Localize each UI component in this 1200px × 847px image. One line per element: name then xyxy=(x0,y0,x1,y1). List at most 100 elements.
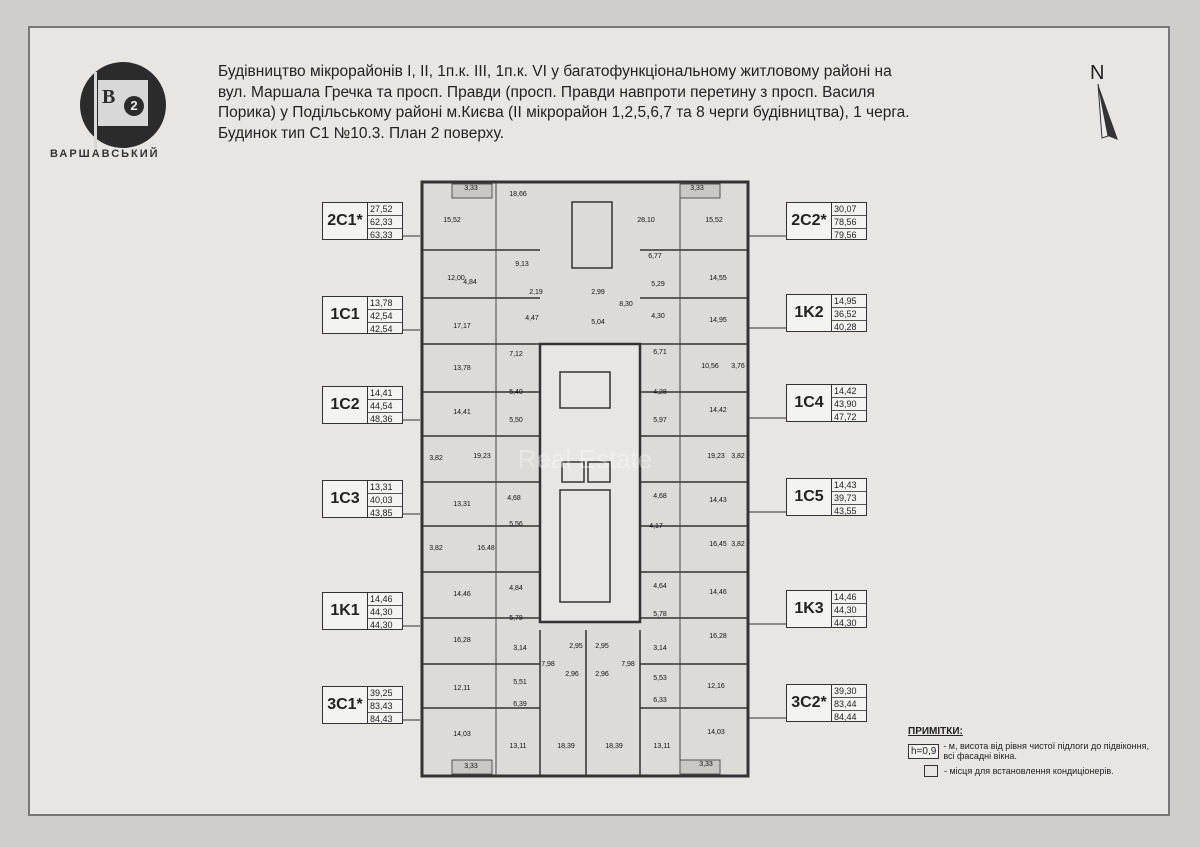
room-area-label: 14,46 xyxy=(453,591,471,598)
apartment-area-value: 83,43 xyxy=(368,700,402,713)
room-area-label: 19,23 xyxy=(707,453,725,460)
room-area-label: 7,98 xyxy=(541,661,555,668)
apartment-area-value: 27,52 xyxy=(368,203,402,216)
room-area-label: 6,71 xyxy=(653,349,667,356)
room-area-label: 19,23 xyxy=(473,453,491,460)
apartment-area-value: 14,43 xyxy=(832,479,866,492)
room-area-label: 15,52 xyxy=(443,217,461,224)
apartment-area-value: 40,03 xyxy=(368,494,402,507)
room-area-label: 17,17 xyxy=(453,323,471,330)
apartment-area-value: 30,07 xyxy=(832,203,866,216)
apartment-area-value: 14,46 xyxy=(832,591,866,604)
room-area-label: 18,39 xyxy=(557,743,575,750)
room-area-label: 7,12 xyxy=(509,351,523,358)
apartment-area-value: 44,30 xyxy=(832,604,866,617)
north-label: N xyxy=(1090,62,1105,84)
apartment-area-value: 47,72 xyxy=(834,412,857,422)
apartment-code: 1C5 xyxy=(786,478,832,516)
room-area-label: 2,95 xyxy=(569,643,583,650)
room-area-label: 3,33 xyxy=(464,185,478,192)
room-area-label: 14,03 xyxy=(707,729,725,736)
ac-place-text: - місця для встановлення кондиціонерів. xyxy=(944,766,1114,776)
room-area-label: 5,53 xyxy=(653,675,667,682)
room-area-label: 5,40 xyxy=(509,389,523,396)
apartment-area-value: 79,56 xyxy=(834,230,857,240)
apartment-area-value: 42,54 xyxy=(370,324,393,334)
apartment-area-value: 44,30 xyxy=(368,606,402,619)
apartment-code: 2C2* xyxy=(786,202,832,240)
room-area-label: 2,19 xyxy=(529,289,543,296)
apartment-code: 2C1* xyxy=(322,202,368,240)
apartment-area-value: 48,36 xyxy=(370,414,393,424)
room-area-label: 5,04 xyxy=(591,319,605,326)
central-core xyxy=(538,342,642,624)
room-area-label: 14,42 xyxy=(709,407,727,414)
apartment-area-value: 14,95 xyxy=(832,295,866,308)
watermark: Real Estate xyxy=(518,444,652,474)
apartment-area-value: 43,55 xyxy=(834,506,857,516)
room-area-label: 4,64 xyxy=(653,583,667,590)
room-area-label: 5,29 xyxy=(651,281,665,288)
sill-height-label: h=0,9 xyxy=(908,743,940,759)
elevator-2 xyxy=(587,461,611,483)
room-area-label: 3,82 xyxy=(731,453,745,460)
room-area-label: 4,84 xyxy=(509,585,523,592)
room-area-label: 3,76 xyxy=(731,363,745,370)
room-area-label: 5,78 xyxy=(509,615,523,622)
room-area-label: 5,56 xyxy=(509,521,523,528)
apartment-area-value: 13,31 xyxy=(368,481,402,494)
room-area-label: 3,14 xyxy=(653,645,667,652)
room-area-label: 6,39 xyxy=(513,701,527,708)
stair-lower xyxy=(559,489,611,603)
apartment-code: 1C3 xyxy=(322,480,368,518)
room-area-label: 5,97 xyxy=(653,417,667,424)
apartment-area-value: 84,43 xyxy=(370,714,393,724)
balcony xyxy=(679,759,721,775)
room-area-label: 2,96 xyxy=(565,671,579,678)
room-area-label: 3,33 xyxy=(699,761,713,768)
apartment-area-value: 14,41 xyxy=(368,387,402,400)
room-area-label: 16,45 xyxy=(709,541,727,548)
brand-logo: B 2 xyxy=(80,62,166,148)
room-area-label: 14,55 xyxy=(709,275,727,282)
title-line: Будівництво мікрорайонів І, ІІ, 1п.к. ІІ… xyxy=(218,63,892,80)
room-area-label: 14,95 xyxy=(709,317,727,324)
title-line: Порика) у Подільському районі м.Києва (І… xyxy=(218,104,910,121)
room-area-label: 3,14 xyxy=(513,645,527,652)
balcony xyxy=(679,183,721,199)
room-area-label: 14,41 xyxy=(453,409,471,416)
room-area-label: 14,46 xyxy=(709,589,727,596)
apartment-code: 1K2 xyxy=(786,294,832,332)
room-area-label: 16,28 xyxy=(709,633,727,640)
logo-emblem: B 2 xyxy=(80,62,166,148)
apartment-area-value: 14,46 xyxy=(368,593,402,606)
apartment-area-value: 43,90 xyxy=(832,398,866,411)
room-area-label: 10,56 xyxy=(701,363,719,370)
room-area-label: 4,84 xyxy=(463,279,477,286)
apartment-code: 1C2 xyxy=(322,386,368,424)
drawing-title: Будівництво мікрорайонів І, ІІ, 1п.к. ІІ… xyxy=(218,62,1038,144)
room-area-label: 9,13 xyxy=(515,261,529,268)
apartment-area-value: 39,25 xyxy=(368,687,402,700)
room-area-label: 18,39 xyxy=(605,743,623,750)
apartment-area-value: 42,54 xyxy=(368,310,402,323)
room-area-label: 15,52 xyxy=(705,217,723,224)
apartment-code: 1K1 xyxy=(322,592,368,630)
room-area-label: 14,03 xyxy=(453,731,471,738)
elevator-1 xyxy=(561,461,585,483)
